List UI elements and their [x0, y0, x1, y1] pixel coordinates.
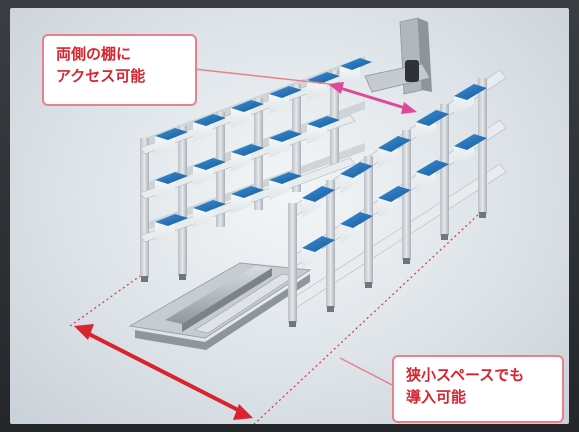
small-space-line2: 導入可能: [406, 388, 467, 406]
shelf-access-callout: 両側の棚に アクセス可能: [42, 34, 197, 106]
small-space-line1: 狭小スペースでも: [406, 366, 525, 384]
access-arrow-icon: [328, 82, 417, 114]
footprint-guide-lines: [69, 212, 481, 424]
right-shelving-rack: [288, 69, 507, 327]
callout-top-connector: [184, 67, 331, 85]
small-space-callout: 狭小スペースでも 導入可能: [392, 355, 564, 423]
storage-system-illustration: [69, 17, 507, 424]
illustration-panel: 両側の棚に アクセス可能 狭小スペースでも 導入可能: [10, 8, 569, 424]
callout-bottom-connector: [339, 357, 395, 387]
robot-mast: [364, 17, 432, 95]
shelf-access-line2: アクセス可能: [56, 67, 146, 85]
footprint-arrow-icon: [74, 324, 253, 420]
shelf-access-line1: 両側の棚に: [56, 45, 132, 63]
left-shelving-rack: [139, 56, 372, 282]
floor-rail: [128, 262, 312, 350]
